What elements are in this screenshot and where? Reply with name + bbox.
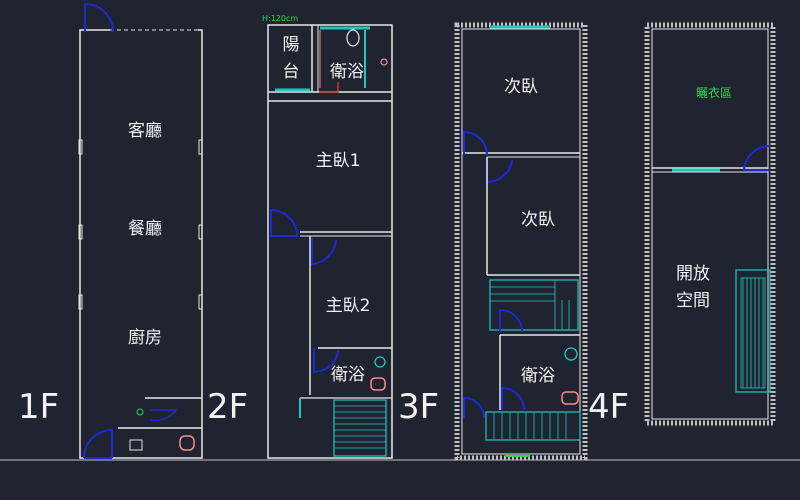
wall-outline bbox=[267, 24, 393, 459]
stair-stringer bbox=[740, 277, 766, 389]
wall-inner bbox=[651, 28, 769, 420]
fixture-icon bbox=[380, 58, 388, 66]
toilet-icon bbox=[561, 391, 579, 405]
toilet-icon bbox=[179, 435, 195, 451]
floor-label-1f: 1F bbox=[18, 387, 59, 427]
door-swing-icon bbox=[311, 238, 337, 266]
floor-1f: 客廳 餐廳 廚房 1F bbox=[18, 2, 203, 459]
staircase-icon bbox=[735, 269, 771, 393]
door-swing-icon bbox=[501, 386, 525, 411]
room-label-dining: 餐廳 bbox=[128, 219, 162, 239]
door-swing-icon bbox=[486, 157, 513, 184]
floor-label-3f: 3F bbox=[398, 387, 439, 427]
wall-outline bbox=[79, 29, 203, 459]
floor-2f: H:120cm 陽 台 衛浴 主臥1 主臥2 衛浴 2F bbox=[207, 14, 393, 459]
dimension-note: H:120cm bbox=[262, 14, 298, 23]
stair-treads bbox=[742, 278, 764, 388]
room-label-living: 客廳 bbox=[128, 121, 162, 141]
room-label-balcony-2: 台 bbox=[283, 62, 300, 82]
room-label-master-1: 主臥1 bbox=[316, 151, 361, 171]
sink-icon bbox=[564, 347, 578, 361]
door-swing-icon bbox=[149, 409, 178, 422]
door-swing-icon bbox=[313, 348, 339, 374]
room-label-bath-top: 衛浴 bbox=[330, 62, 364, 82]
toilet-icon bbox=[370, 377, 386, 391]
floor-label-4f: 4F bbox=[588, 387, 629, 427]
door-swing-icon bbox=[319, 82, 339, 93]
room-label-bath: 衛浴 bbox=[521, 366, 555, 386]
floor-4f: 曬衣區 開放 空間 4F bbox=[588, 22, 776, 427]
floor-3f: 次臥 次臥 衛浴 3F bbox=[398, 22, 588, 461]
stair-treads bbox=[490, 280, 570, 330]
room-label-second-2: 次臥 bbox=[521, 210, 555, 230]
door-swing-icon bbox=[463, 130, 488, 156]
door-swing-icon bbox=[463, 396, 485, 419]
window-icon bbox=[198, 139, 203, 155]
sink-icon bbox=[129, 439, 143, 451]
floor-drain-icon bbox=[136, 408, 144, 416]
room-label-open-2: 空間 bbox=[676, 291, 710, 311]
sink-icon bbox=[374, 356, 386, 368]
window-icon bbox=[198, 224, 203, 240]
floor-label-2f: 2F bbox=[207, 387, 248, 427]
wall-outline bbox=[454, 22, 588, 461]
door-swing-icon bbox=[83, 428, 113, 459]
room-label-bath-lower: 衛浴 bbox=[331, 365, 365, 385]
staircase-icon bbox=[485, 411, 581, 441]
room-label-master-2: 主臥2 bbox=[326, 296, 371, 316]
wall-inner bbox=[461, 28, 581, 455]
stair-treads bbox=[493, 412, 567, 440]
stair-treads bbox=[334, 405, 386, 449]
door-swing-icon bbox=[270, 208, 299, 237]
room-label-balcony-1: 陽 bbox=[283, 35, 300, 55]
room-label-second-1: 次臥 bbox=[504, 77, 538, 97]
room-label-open-1: 開放 bbox=[676, 264, 710, 284]
room-label-kitchen: 廚房 bbox=[128, 327, 162, 348]
toilet-icon bbox=[346, 29, 360, 47]
door-swing-icon bbox=[742, 144, 771, 171]
room-label-laundry: 曬衣區 bbox=[696, 85, 732, 100]
window-icon bbox=[78, 224, 83, 240]
staircase-icon bbox=[489, 279, 579, 331]
window-icon bbox=[78, 139, 83, 155]
door-swing-icon bbox=[84, 2, 114, 33]
door-swing-icon bbox=[499, 308, 523, 333]
window-icon bbox=[78, 294, 83, 310]
staircase-icon bbox=[333, 399, 387, 457]
window-icon bbox=[198, 294, 203, 310]
wall-outline bbox=[644, 22, 776, 426]
